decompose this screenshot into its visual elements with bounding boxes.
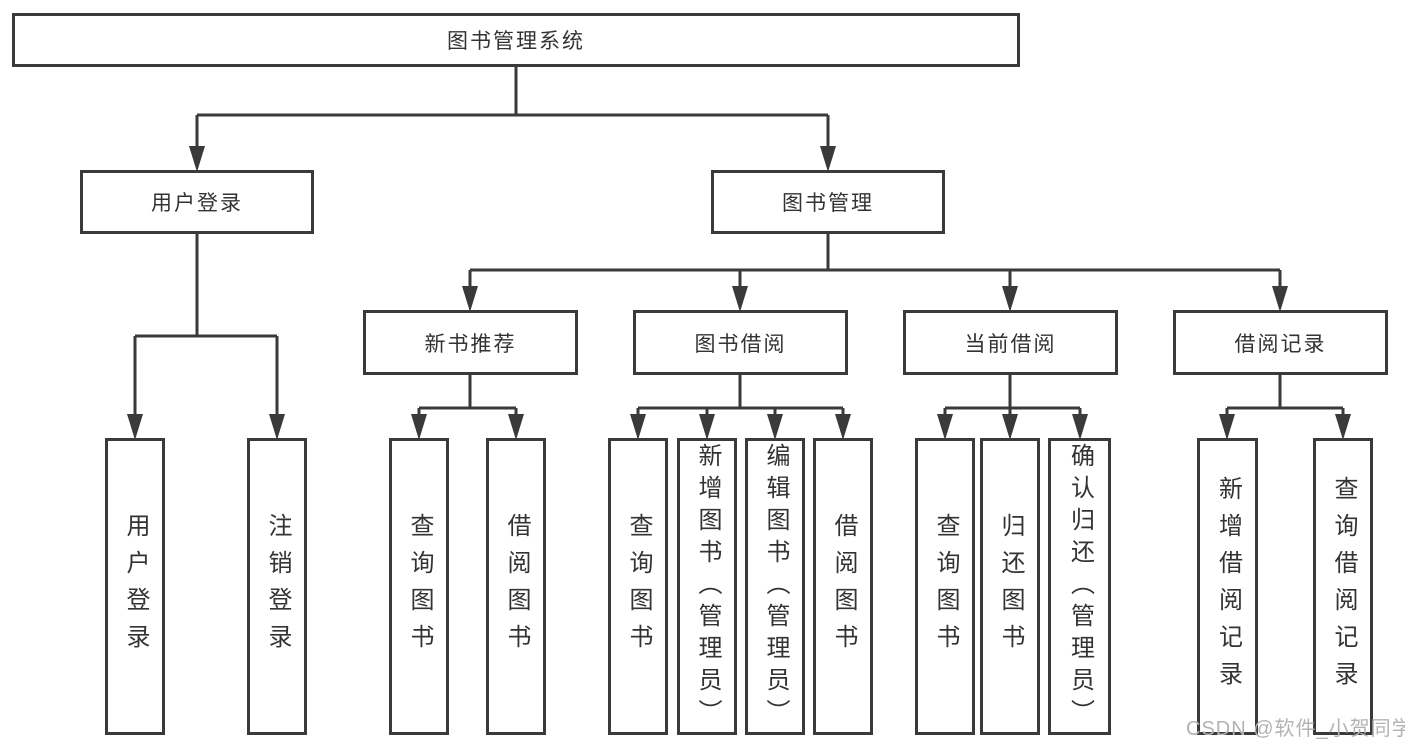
- leaf-label: 归还图书: [997, 512, 1024, 661]
- leaf-confirm-return-admin: 确认归还（管理员）: [1048, 438, 1111, 735]
- leaf-label: 查询图书: [932, 512, 959, 661]
- node-label: 借阅记录: [1234, 332, 1327, 356]
- node-label: 图书借阅: [694, 332, 787, 356]
- leaf-label: 新增借阅记录: [1214, 475, 1242, 698]
- node-label: 图书管理: [782, 192, 874, 215]
- leaf-query-books-current: 查询图书: [915, 438, 975, 735]
- leaf-label: 查询图书: [625, 512, 652, 661]
- leaf-query-borrow-record: 查询借阅记录: [1313, 438, 1373, 735]
- leaf-query-books-borrowing: 查询图书: [608, 438, 668, 735]
- node-label: 新书推荐: [424, 332, 517, 356]
- leaf-user-login: 用户登录: [105, 438, 165, 735]
- leaf-borrow-books-recommend: 借阅图书: [486, 438, 546, 735]
- node-label: 图书管理系统: [447, 30, 585, 53]
- leaf-label: 借阅图书: [503, 512, 530, 661]
- leaf-add-borrow-record: 新增借阅记录: [1197, 438, 1258, 735]
- leaf-label: 确认归还（管理员）: [1066, 442, 1094, 731]
- leaf-label: 新增图书（管理员）: [694, 442, 721, 731]
- node-library-management-system: 图书管理系统: [12, 13, 1020, 67]
- leaf-label: 查询图书: [406, 512, 433, 661]
- leaf-query-books-recommend: 查询图书: [389, 438, 449, 735]
- leaf-label: 借阅图书: [830, 512, 857, 661]
- leaf-label: 查询借阅记录: [1330, 475, 1357, 698]
- leaf-return-book: 归还图书: [980, 438, 1040, 735]
- leaf-label: 用户登录: [122, 512, 149, 661]
- node-book-management: 图书管理: [711, 170, 945, 234]
- leaf-label: 编辑图书（管理员）: [762, 442, 789, 731]
- node-user-login: 用户登录: [80, 170, 314, 234]
- node-new-book-recommendation: 新书推荐: [363, 310, 578, 375]
- node-borrowing-records: 借阅记录: [1173, 310, 1388, 375]
- leaf-logout: 注销登录: [247, 438, 307, 735]
- node-label: 当前借阅: [964, 332, 1057, 356]
- leaf-borrow-books-borrowing: 借阅图书: [813, 438, 873, 735]
- leaf-edit-book-admin: 编辑图书（管理员）: [745, 438, 805, 735]
- csdn-watermark: CSDN @软件_小贺同学: [1186, 718, 1405, 740]
- node-book-borrowing: 图书借阅: [633, 310, 848, 375]
- leaf-add-book-admin: 新增图书（管理员）: [677, 438, 737, 735]
- node-current-borrowing: 当前借阅: [903, 310, 1118, 375]
- node-label: 用户登录: [151, 192, 243, 215]
- leaf-label: 注销登录: [264, 512, 291, 661]
